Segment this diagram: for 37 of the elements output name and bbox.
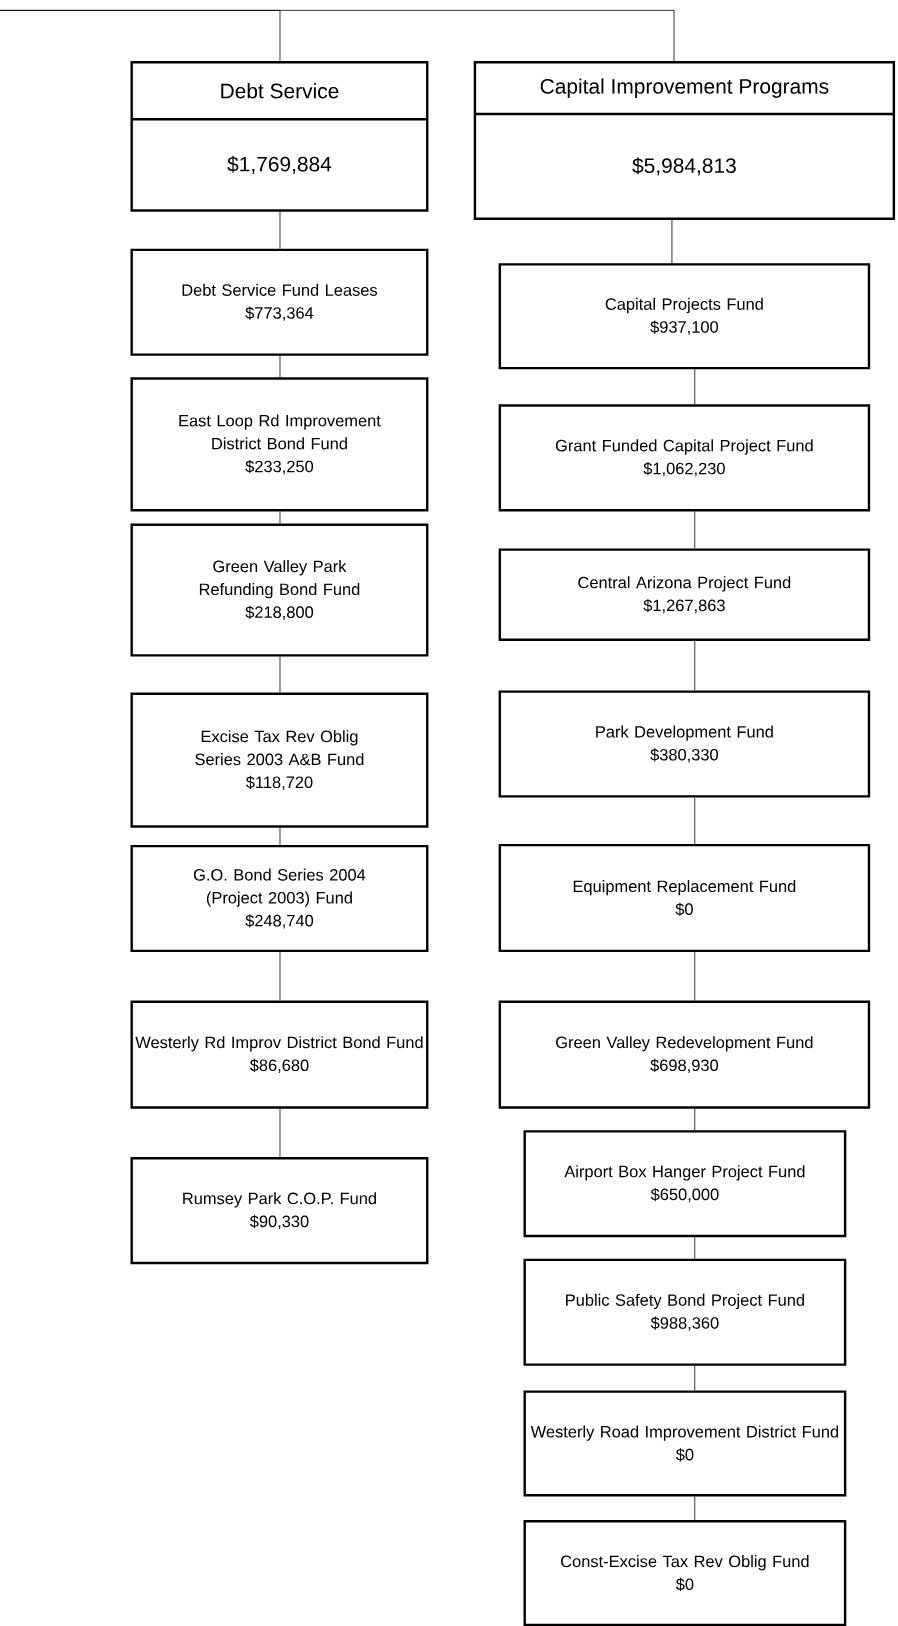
fund-box: Green Valley Redevelopment Fund $698,930 <box>498 1000 871 1109</box>
fund-box: Westerly Road Improvement District Fund $0 <box>523 1390 847 1497</box>
connector-line <box>694 1236 696 1260</box>
connector-line <box>694 511 696 549</box>
connector-line <box>279 951 281 1001</box>
connector-line <box>694 640 696 691</box>
fund-box: Green Valley Park Refunding Bond Fund $218,800 <box>130 523 429 657</box>
fund-box: Airport Box Hanger Project Fund $650,000 <box>523 1130 847 1238</box>
header-box: Capital Improvement Programs $5,984,813 <box>473 61 896 220</box>
fund-box: Grant Funded Capital Project Fund $1,062,230 <box>498 404 871 512</box>
connector-line <box>671 219 673 264</box>
connector-line <box>694 1496 696 1521</box>
fund-box: Equipment Replacement Fund $0 <box>498 843 871 953</box>
connector-line <box>279 1108 281 1158</box>
fund-box: Westerly Rd Improv District Bond Fund $86,680 <box>130 1000 429 1109</box>
connector-line <box>694 1108 696 1131</box>
fund-box: Const-Excise Tax Rev Oblig Fund $0 <box>523 1520 847 1626</box>
connector-line <box>279 827 281 846</box>
connector-line <box>279 511 281 524</box>
connector-line <box>694 797 696 845</box>
connector-line <box>279 656 281 693</box>
connector-line <box>694 951 696 1001</box>
connector-line <box>279 211 281 250</box>
fund-box: Central Arizona Project Fund $1,267,863 <box>498 548 871 641</box>
fund-box: Debt Service Fund Leases $773,364 <box>130 248 429 356</box>
header-box: Debt Service $1,769,884 <box>130 61 429 212</box>
fund-box: East Loop Rd Improvement District Bond Fund $233,250 <box>130 377 429 512</box>
fund-box: Excise Tax Rev Oblig Series 2003 A&B Fund $118,720 <box>130 692 429 828</box>
connector-line <box>279 355 281 378</box>
fund-box: Public Safety Bond Project Fund $988,360 <box>523 1258 847 1366</box>
connector-line <box>694 368 696 405</box>
fund-box: G.O. Bond Series 2004 (Project 2003) Fund $248,740 <box>130 844 429 953</box>
fund-box: Rumsey Park C.O.P. Fund $90,330 <box>130 1157 429 1265</box>
fund-box: Capital Projects Fund $937,100 <box>498 263 871 370</box>
fund-box: Park Development Fund $380,330 <box>498 690 871 798</box>
connector-line <box>694 1365 696 1391</box>
connector-line <box>0 9 675 62</box>
